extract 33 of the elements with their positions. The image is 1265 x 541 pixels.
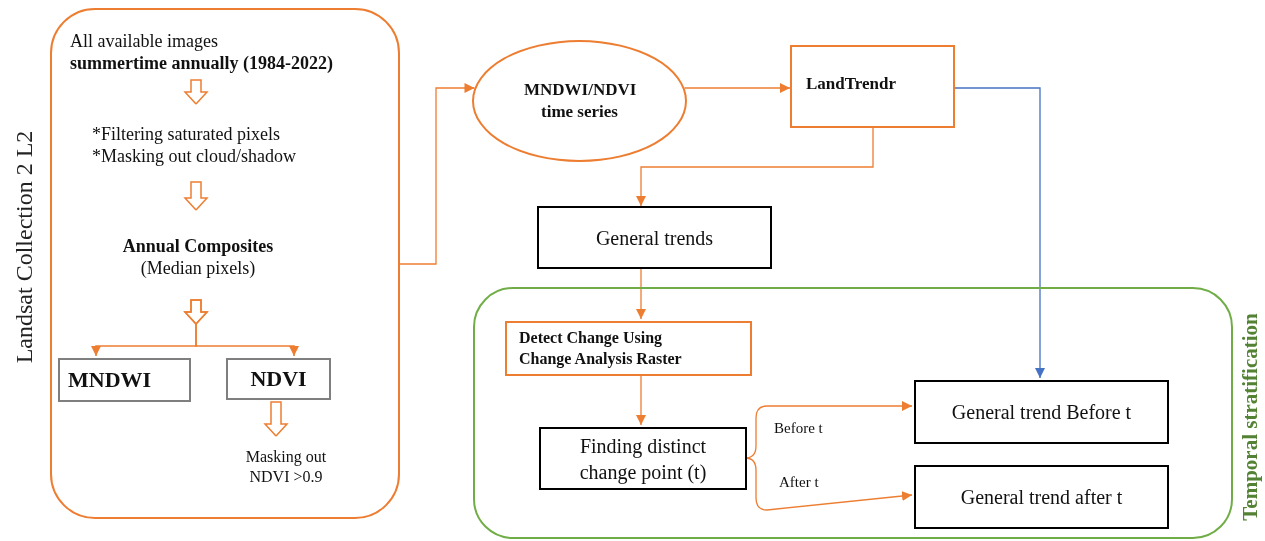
node-text: Annual Composites xyxy=(121,234,275,257)
hollow-arrow xyxy=(183,299,299,357)
node-text: MNDWI xyxy=(68,365,153,394)
process-box xyxy=(226,358,331,400)
hollow-arrow xyxy=(263,401,289,438)
process-box xyxy=(537,206,772,269)
process-box xyxy=(914,380,1169,444)
node-text: Masking out NDVI >0.9 xyxy=(244,447,328,487)
panel-title: Temporal stratification xyxy=(1237,313,1263,521)
node-text: General trend Before t xyxy=(950,400,1133,425)
node-text: Finding distinct change point (t) xyxy=(578,433,708,485)
node-text: NDVI xyxy=(249,364,308,393)
arrow xyxy=(954,87,1045,379)
hollow-arrow xyxy=(183,181,209,212)
node-text: *Masking out cloud/shadow xyxy=(92,145,297,168)
node-text: summertime annually (1984-2022) xyxy=(70,52,334,75)
hollow-arrow xyxy=(183,79,209,106)
node-text: LandTrendr xyxy=(806,73,898,96)
node-text: All available images xyxy=(70,29,219,52)
process-box xyxy=(539,427,747,490)
panel-title: Landsat Collection 2 L2 xyxy=(10,130,38,364)
process-box xyxy=(790,45,955,128)
process-box xyxy=(58,358,191,402)
arrow xyxy=(636,268,646,320)
node-text: Detect Change Using Change Analysis Raster xyxy=(519,327,683,370)
node-text: General trend after t xyxy=(959,485,1124,510)
process-box xyxy=(914,465,1169,529)
node-text: MNDWI/NDVI time series xyxy=(524,78,635,123)
node-text: (Median pixels) xyxy=(139,257,257,280)
node-text: General trends xyxy=(594,225,715,251)
node-text: *Filtering saturated pixels xyxy=(92,122,281,145)
arrow xyxy=(636,127,874,207)
process-box xyxy=(505,321,752,376)
